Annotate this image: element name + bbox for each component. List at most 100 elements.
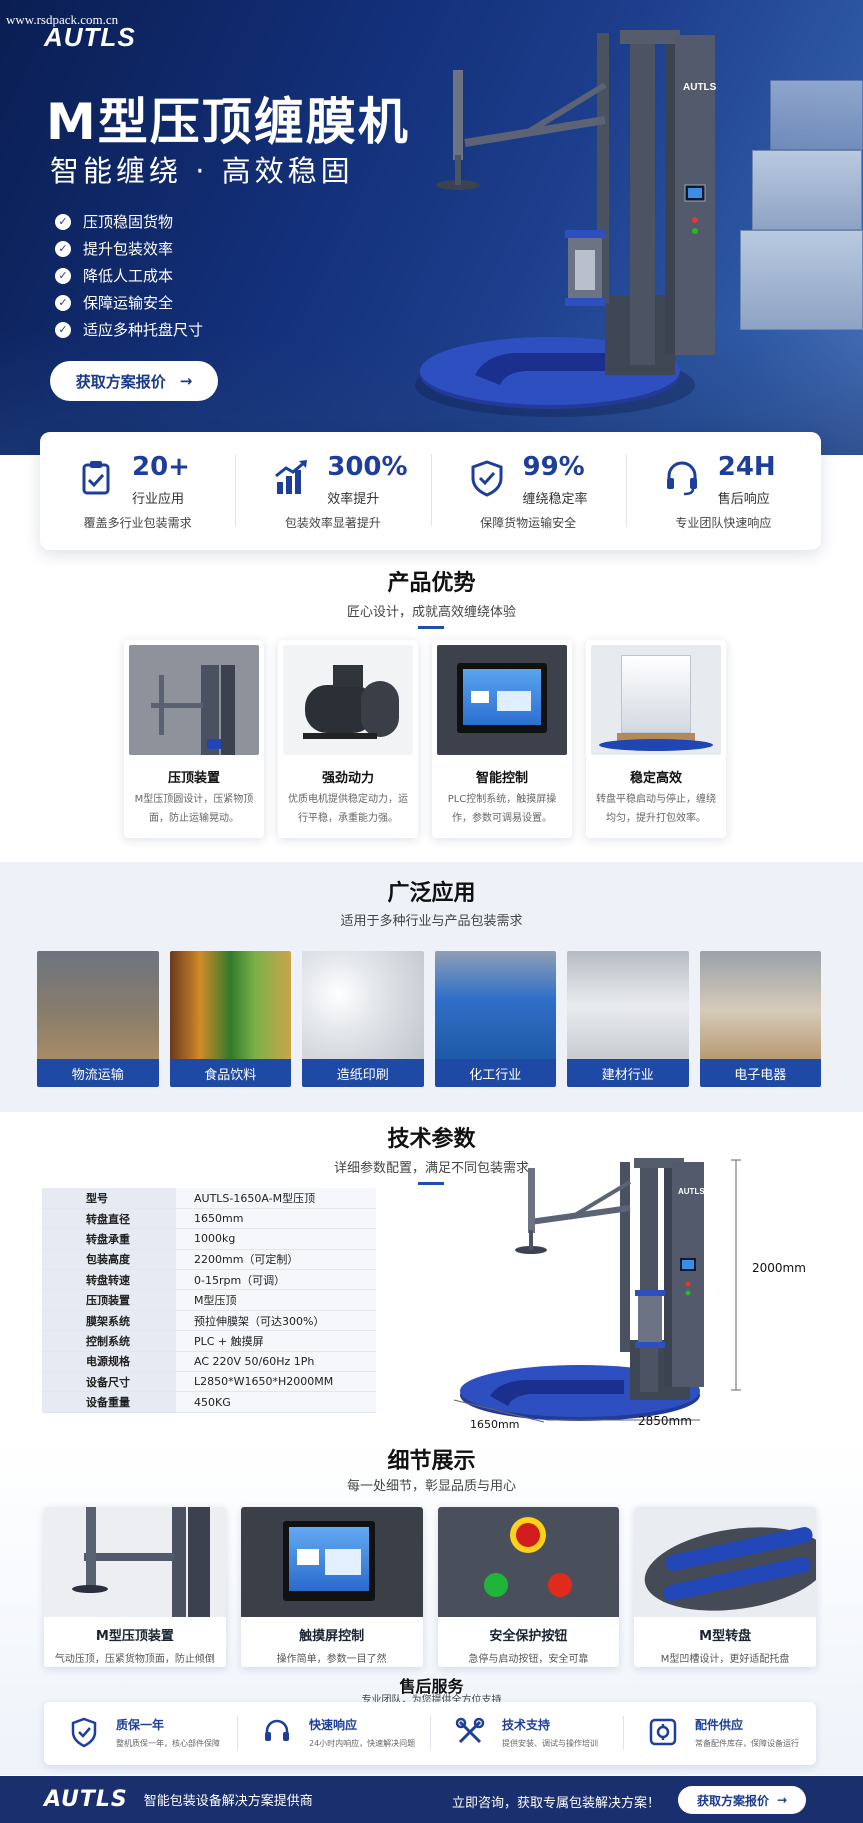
spec-value: 2200mm（可定制） bbox=[176, 1249, 376, 1271]
stat-description: 覆盖多行业包装需求 bbox=[83, 516, 192, 530]
dimension-width: 2850mm bbox=[638, 1414, 692, 1428]
stat-item: 99% 缠绕稳定率 保障货物运输安全 bbox=[430, 432, 626, 550]
spec-key: 设备尺寸 bbox=[42, 1371, 176, 1393]
pressing-device-image bbox=[129, 645, 259, 755]
application-card: 物流运输 bbox=[37, 951, 159, 1087]
paper-printing-image bbox=[302, 951, 424, 1059]
advantage-card: 压顶装置 M型压顶圆设计，压紧物顶面，防止运输晃动。 bbox=[124, 640, 264, 838]
spec-value: PLC + 触摸屏 bbox=[176, 1330, 376, 1352]
stat-description: 专业团队快速响应 bbox=[675, 516, 772, 530]
clipboard-icon bbox=[82, 461, 110, 495]
advantage-card: 强劲动力 优质电机提供稳定动力，运行平稳，承重能力强。 bbox=[278, 640, 418, 838]
advantage-name: 智能控制 bbox=[475, 771, 528, 786]
spec-key: 电源规格 bbox=[42, 1351, 176, 1373]
building-materials-image bbox=[567, 951, 689, 1059]
hero-feature: ✓降低人工成本 bbox=[55, 262, 203, 289]
m-type-press-image bbox=[44, 1507, 226, 1617]
stat-label: 行业应用 bbox=[132, 492, 185, 507]
advantage-description: PLC控制系统，触摸屏操作，参数可调易设置。 bbox=[447, 794, 557, 824]
hero-title: M型压顶缠膜机 bbox=[46, 93, 410, 151]
shield-check-icon bbox=[471, 460, 502, 497]
spec-key: 转盘直径 bbox=[42, 1208, 176, 1230]
service-description: 提供安装、调试与操作培训 bbox=[502, 1739, 598, 1748]
detail-card: M型压顶装置 气动压顶，压紧货物顶面，防止倾倒 bbox=[44, 1507, 226, 1667]
get-quote-button[interactable]: 获取方案报价→ bbox=[50, 361, 218, 401]
spec-value: M型压顶 bbox=[176, 1289, 376, 1311]
applications-title: 广泛应用 bbox=[387, 881, 476, 906]
spec-key: 型号 bbox=[42, 1188, 176, 1209]
application-label: 物流运输 bbox=[37, 1059, 159, 1087]
wrapping-machine-image: AUTLS bbox=[415, 30, 717, 417]
spec-key: 设备重量 bbox=[42, 1391, 176, 1413]
detail-description: M型凹槽设计，更好适配托盘 bbox=[660, 1654, 790, 1665]
advantage-description: 优质电机提供稳定动力，运行平稳，承重能力强。 bbox=[288, 794, 408, 824]
spec-value: 0-15rpm（可调） bbox=[176, 1269, 376, 1291]
bar-growth-icon bbox=[275, 460, 308, 494]
section-divider bbox=[418, 1182, 444, 1185]
stat-description: 保障货物运输安全 bbox=[480, 516, 577, 530]
service-description: 整机质保一年，核心部件保障 bbox=[116, 1739, 220, 1748]
machine-logo: AUTLS bbox=[683, 82, 717, 93]
spec-key: 膜架系统 bbox=[42, 1310, 176, 1332]
spec-value: 预拉伸膜架（可达300%） bbox=[176, 1310, 376, 1332]
service-item: 快速响应 24小时内响应，快速解决问题 bbox=[237, 1702, 430, 1765]
applications-subtitle: 适用于多种行业与产品包装需求 bbox=[340, 914, 523, 929]
spec-value: AUTLS-1650A-M型压顶 bbox=[176, 1188, 376, 1209]
parts-icon bbox=[649, 1718, 677, 1746]
arrow-right-icon: → bbox=[776, 1793, 788, 1807]
application-label: 造纸印刷 bbox=[302, 1059, 424, 1087]
application-label: 食品饮料 bbox=[169, 1059, 291, 1087]
touchscreen-detail-image bbox=[240, 1507, 423, 1617]
service-item: 配件供应 常备配件库存，保障设备运行 bbox=[623, 1702, 816, 1765]
machine-dimension-diagram: AUTLS bbox=[453, 1158, 741, 1423]
detail-card: 安全保护按钮 急停与启动按钮，安全可靠 bbox=[437, 1507, 620, 1667]
application-card: 食品饮料 bbox=[169, 951, 291, 1087]
spec-value: AC 220V 50/60Hz 1Ph bbox=[176, 1351, 376, 1373]
application-card: 建材行业 bbox=[567, 951, 689, 1087]
headset-icon bbox=[265, 1719, 289, 1741]
spec-row: 膜架系统预拉伸膜架（可达300%） bbox=[42, 1310, 376, 1332]
stat-number: 20+ bbox=[132, 452, 190, 482]
check-icon: ✓ bbox=[55, 267, 71, 284]
detail-name: 安全保护按钮 bbox=[489, 1629, 568, 1644]
hero-feature: ✓提升包装效率 bbox=[55, 235, 203, 262]
headset-icon bbox=[666, 461, 697, 496]
arrow-right-icon: → bbox=[179, 372, 193, 390]
hero-feature: ✓保障运输安全 bbox=[55, 289, 203, 316]
detail-name: 触摸屏控制 bbox=[299, 1629, 365, 1644]
advantage-name: 强劲动力 bbox=[321, 771, 374, 786]
hero-background-pallets bbox=[740, 80, 863, 340]
details-subtitle: 每一处细节，彰显品质与用心 bbox=[346, 1479, 516, 1494]
applications-grid: 物流运输 食品饮料 造纸印刷 化工行业 建材行业 电子电器 bbox=[37, 951, 821, 1087]
detail-name: M型转盘 bbox=[699, 1629, 752, 1644]
shield-check-icon bbox=[71, 1717, 97, 1748]
stat-item: 300% 效率提升 包装效率显著提升 bbox=[235, 432, 430, 550]
application-label: 电子电器 bbox=[699, 1059, 821, 1087]
stat-description: 包装效率显著提升 bbox=[284, 516, 381, 530]
service-item: 技术支持 提供安装、调试与操作培训 bbox=[430, 1702, 623, 1765]
footer-get-quote-button[interactable]: 获取方案报价→ bbox=[678, 1786, 806, 1814]
advantage-card: 智能控制 PLC控制系统，触摸屏操作，参数可调易设置。 bbox=[432, 640, 572, 838]
spec-value: L2850*W1650*H2000MM bbox=[176, 1371, 376, 1393]
stat-label: 缠绕稳定率 bbox=[522, 492, 588, 507]
application-card: 造纸印刷 bbox=[302, 951, 424, 1087]
specs-title: 技术参数 bbox=[387, 1127, 476, 1152]
specs-subtitle: 详细参数配置，满足不同包装需求 bbox=[333, 1161, 529, 1176]
advantages-title: 产品优势 bbox=[387, 571, 476, 596]
spec-value: 1000kg bbox=[176, 1228, 376, 1250]
safety-buttons-image bbox=[437, 1507, 620, 1617]
service-description: 常备配件库存，保障设备运行 bbox=[695, 1739, 799, 1748]
service-name: 技术支持 bbox=[502, 1718, 551, 1732]
footer-slogan: 智能包装设备解决方案提供商 bbox=[143, 1794, 313, 1809]
wrapped-pallet-image bbox=[591, 645, 721, 755]
application-label: 建材行业 bbox=[567, 1059, 689, 1087]
